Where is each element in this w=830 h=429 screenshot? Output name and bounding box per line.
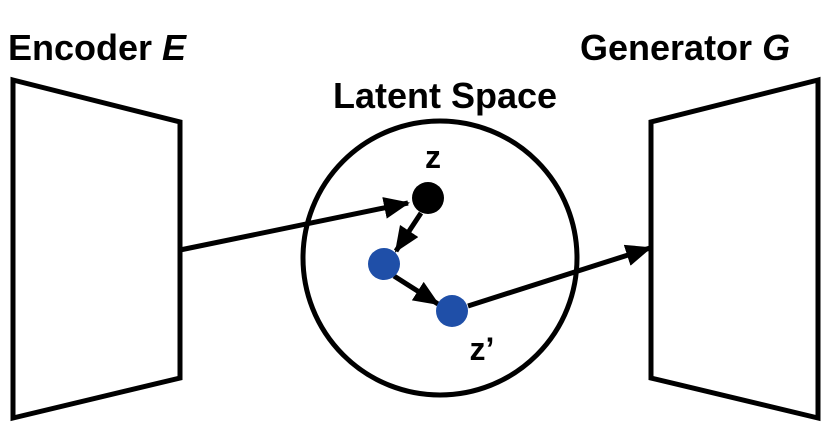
generator-label: Generator G [580,27,790,68]
latent-point-z [412,182,444,214]
generator-label-prefix: Generator [580,27,762,68]
latent-point-intermediate [368,248,400,280]
encoder-label: Encoder E [8,27,187,68]
encoder-to-z-arrow [179,197,410,253]
encoder-block [10,76,183,422]
latent-space-circle [300,118,580,398]
generator-label-var: G [762,27,790,68]
latent-space-title: Latent Space [333,75,557,116]
encoder-label-prefix: Encoder [8,27,162,68]
encoder-label-var: E [162,27,187,68]
zprime-to-generator-arrow [467,244,652,309]
latent-point-z-prime [436,295,468,327]
intermediate-to-zprime-arrow [392,273,440,307]
label-z: z [425,139,441,175]
generator-block [648,76,821,422]
z-to-intermediate-arrow [393,211,424,253]
label-z-prime: z’ [470,331,495,367]
